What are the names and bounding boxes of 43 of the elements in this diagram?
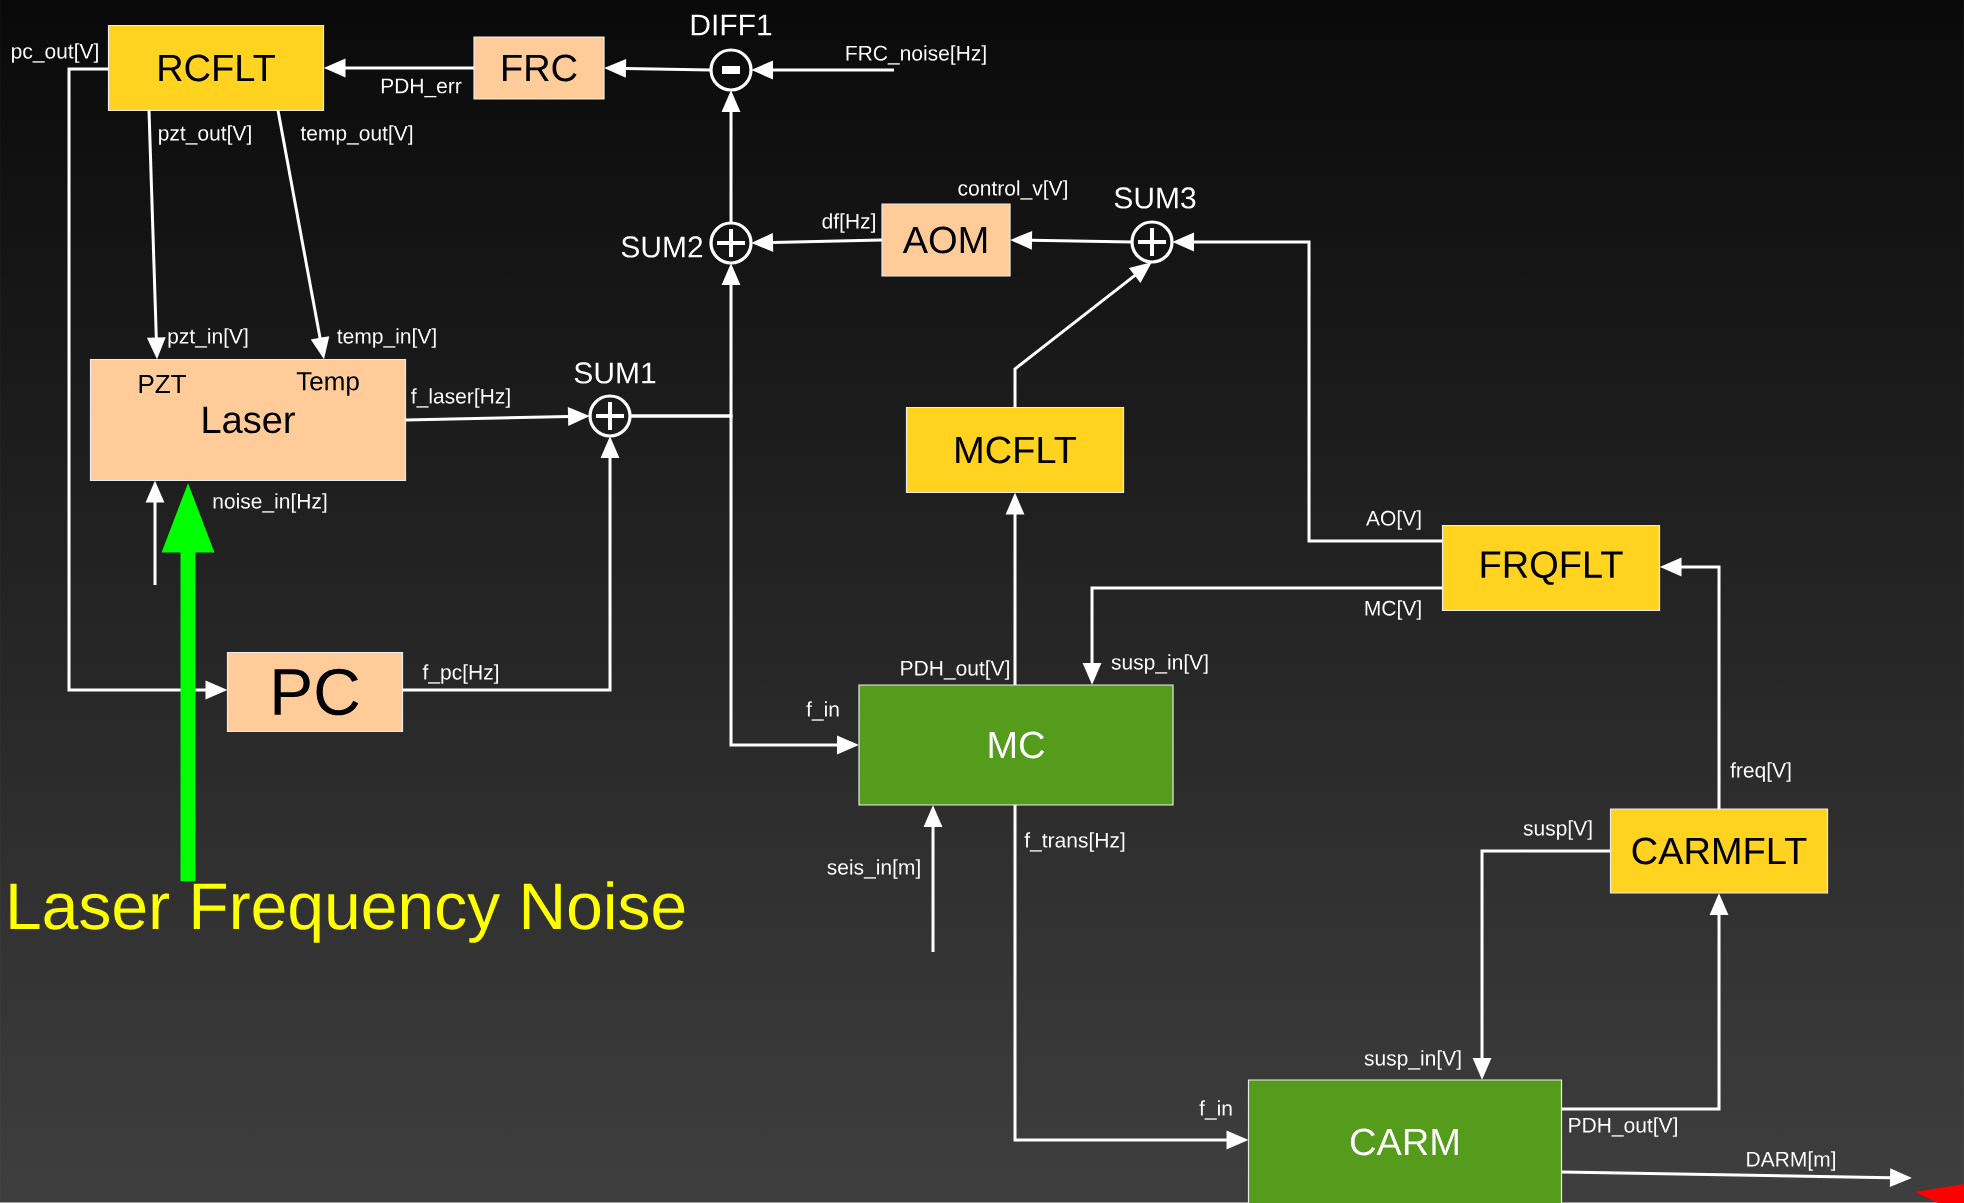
block-box: RCFLT: [107, 24, 325, 112]
block-box: AOM: [881, 203, 1011, 277]
edge-label: control_v[V]: [958, 180, 1067, 200]
port-label: f_in: [806, 701, 839, 721]
node-label: DIFF1: [691, 14, 772, 36]
summing-junction: SUM2: [621, 221, 753, 265]
edge-label: MC[V]: [1365, 600, 1421, 620]
block-box: MC: [858, 684, 1174, 806]
block-box: FRQFLT: [1441, 524, 1661, 612]
block-box: CARMFLT: [1609, 808, 1829, 894]
edge-label: freq[V]: [1730, 762, 1791, 782]
block-box: PZT Temp Laser: [89, 358, 407, 482]
edge-label: seis_in[m]: [827, 859, 920, 879]
edge-label: noise_in[Hz]: [213, 493, 327, 513]
edge-label: PDH_err: [381, 78, 462, 98]
port-label: pzt_in[V]: [168, 328, 248, 348]
port-label: f_in: [1199, 1100, 1232, 1120]
edge-label: PDH_out[V]: [1569, 1117, 1677, 1137]
difference-junction: DIFF1: [691, 14, 772, 92]
edge-label: f_trans[Hz]: [1024, 832, 1125, 852]
edge-label: DARM[m]: [1747, 1151, 1835, 1171]
edge-label: PDH_out[V]: [901, 660, 1009, 680]
edge-label: AO[V]: [1366, 510, 1421, 530]
block-box: PC: [226, 651, 404, 733]
edge-label: susp[V]: [1523, 820, 1592, 840]
edge-label: pzt_out[V]: [159, 125, 251, 145]
annotation-text: Laser Frequency Noise: [10, 881, 685, 943]
edge-label: f_laser[Hz]: [411, 388, 510, 408]
node-label: SUM1: [574, 362, 656, 384]
block-box: FRC: [473, 36, 605, 100]
edge-label: FRC_noise[Hz]: [846, 45, 986, 65]
block-box: CARM: [1247, 1079, 1563, 1203]
port-label: temp_in[V]: [337, 328, 436, 348]
node-label: SUM3: [1114, 187, 1196, 209]
node-label: SUM2: [621, 236, 703, 258]
port-label: susp_in[V]: [1111, 654, 1208, 674]
edge-label: temp_out[V]: [300, 125, 413, 145]
summing-junction: SUM1: [574, 362, 656, 438]
summing-junction: SUM3: [1114, 187, 1196, 264]
edge-label: f_pc[Hz]: [422, 664, 498, 684]
edge-label: pc_out[V]: [12, 43, 98, 63]
block-box: MCFLT: [905, 406, 1125, 494]
edge-label: df[Hz]: [822, 213, 875, 233]
